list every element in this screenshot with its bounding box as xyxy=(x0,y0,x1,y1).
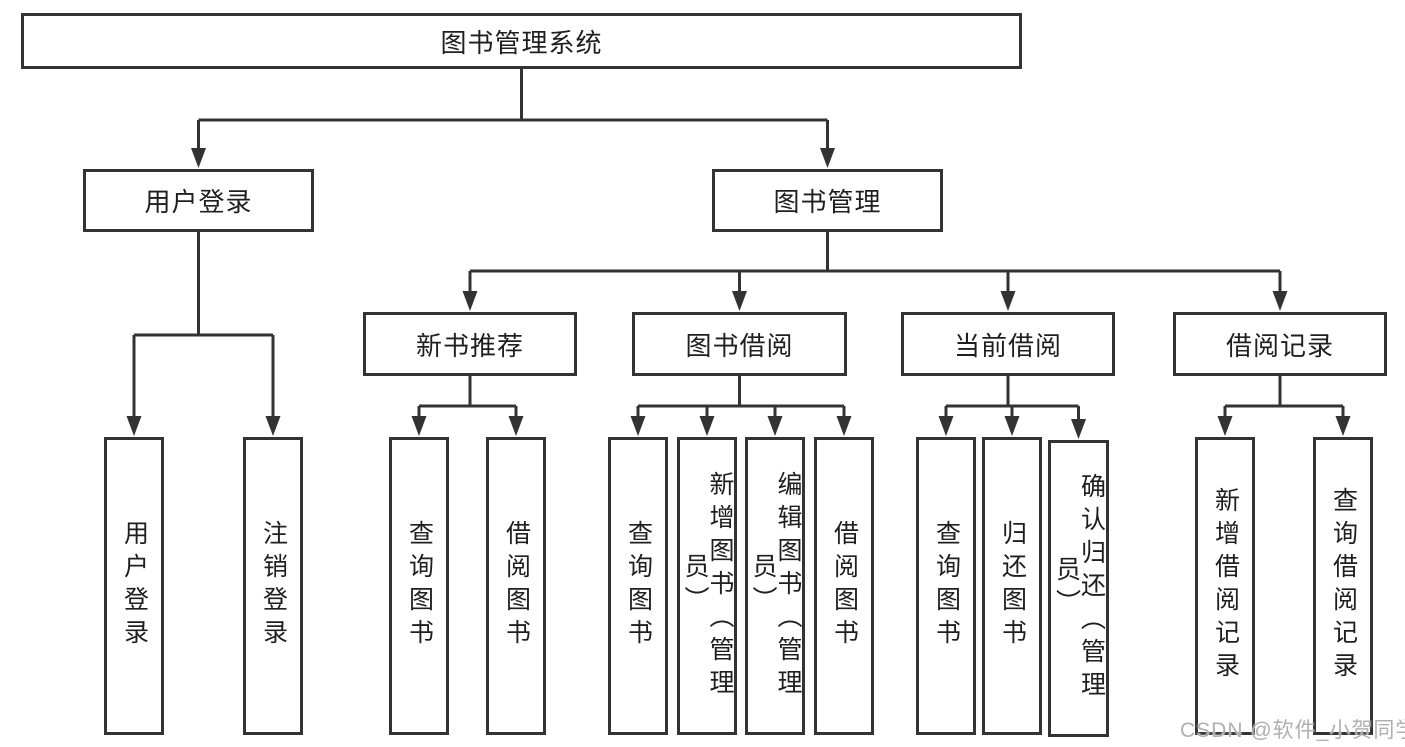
leaf-records-query: 查询借阅记录 xyxy=(1313,437,1373,735)
leaf-current-query: 查询图书 xyxy=(916,437,976,735)
connector-login-to-leaves xyxy=(132,232,275,420)
leaf-newbook-query: 查询图书 xyxy=(389,437,449,735)
connector-mgmt-to-modules xyxy=(468,232,1282,295)
arrowheads xyxy=(126,148,1351,439)
node-book-borrow-module: 图书借阅 xyxy=(632,312,847,376)
connector-current-to-leaves xyxy=(944,376,1080,423)
leaf-borrow-book: 借阅图书 xyxy=(814,437,874,735)
leaf-borrow-add-admin: 新增图书（管理员） xyxy=(677,437,737,735)
leaf-logout: 注销登录 xyxy=(243,437,303,735)
watermark: CSDN @软件_小贺同学 xyxy=(1180,719,1405,742)
leaf-user-login: 用户登录 xyxy=(104,437,164,735)
node-borrow-records-module: 借阅记录 xyxy=(1173,312,1387,376)
leaf-current-confirm-admin: 确认归还（管理员） xyxy=(1048,440,1109,737)
leaf-current-return: 归还图书 xyxy=(982,437,1042,735)
leaf-borrow-query: 查询图书 xyxy=(608,437,668,735)
leaf-newbook-borrow: 借阅图书 xyxy=(486,437,546,735)
leaf-records-add: 新增借阅记录 xyxy=(1195,437,1255,735)
connector-borrow-to-leaves xyxy=(636,376,846,420)
node-current-borrow-module: 当前借阅 xyxy=(901,312,1115,376)
leaf-borrow-edit-admin: 编辑图书（管理员） xyxy=(745,437,805,735)
connector-records-to-leaves xyxy=(1223,376,1345,420)
connector-root-to-branches xyxy=(197,69,829,152)
connector-newbook-to-leaves xyxy=(417,376,518,420)
node-new-book-module: 新书推荐 xyxy=(363,312,577,376)
node-book-mgmt-branch: 图书管理 xyxy=(712,169,943,232)
node-user-login-branch: 用户登录 xyxy=(83,169,314,232)
node-root-system: 图书管理系统 xyxy=(21,13,1022,69)
